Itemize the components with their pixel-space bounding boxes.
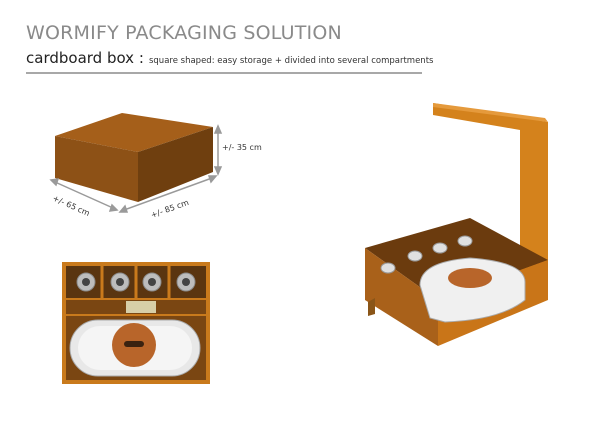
top-view-illustration [62,262,210,384]
page-title: WORMIFY PACKAGING SOLUTION [26,22,342,44]
closed-box-illustration [55,113,213,202]
dimension-arrows [49,124,223,213]
subtitle-description: square shaped: easy storage + divided in… [148,56,434,66]
open-box-illustration [365,103,548,346]
height-dimension-label: +/- 35 cm [222,143,262,152]
depth-dimension-label: +/- 65 cm [51,194,91,218]
header-divider [26,72,422,74]
subtitle-main: cardboard box : [26,49,144,67]
subtitle: cardboard box : square shaped: easy stor… [26,48,433,67]
width-dimension-label: +/- 85 cm [150,198,191,220]
